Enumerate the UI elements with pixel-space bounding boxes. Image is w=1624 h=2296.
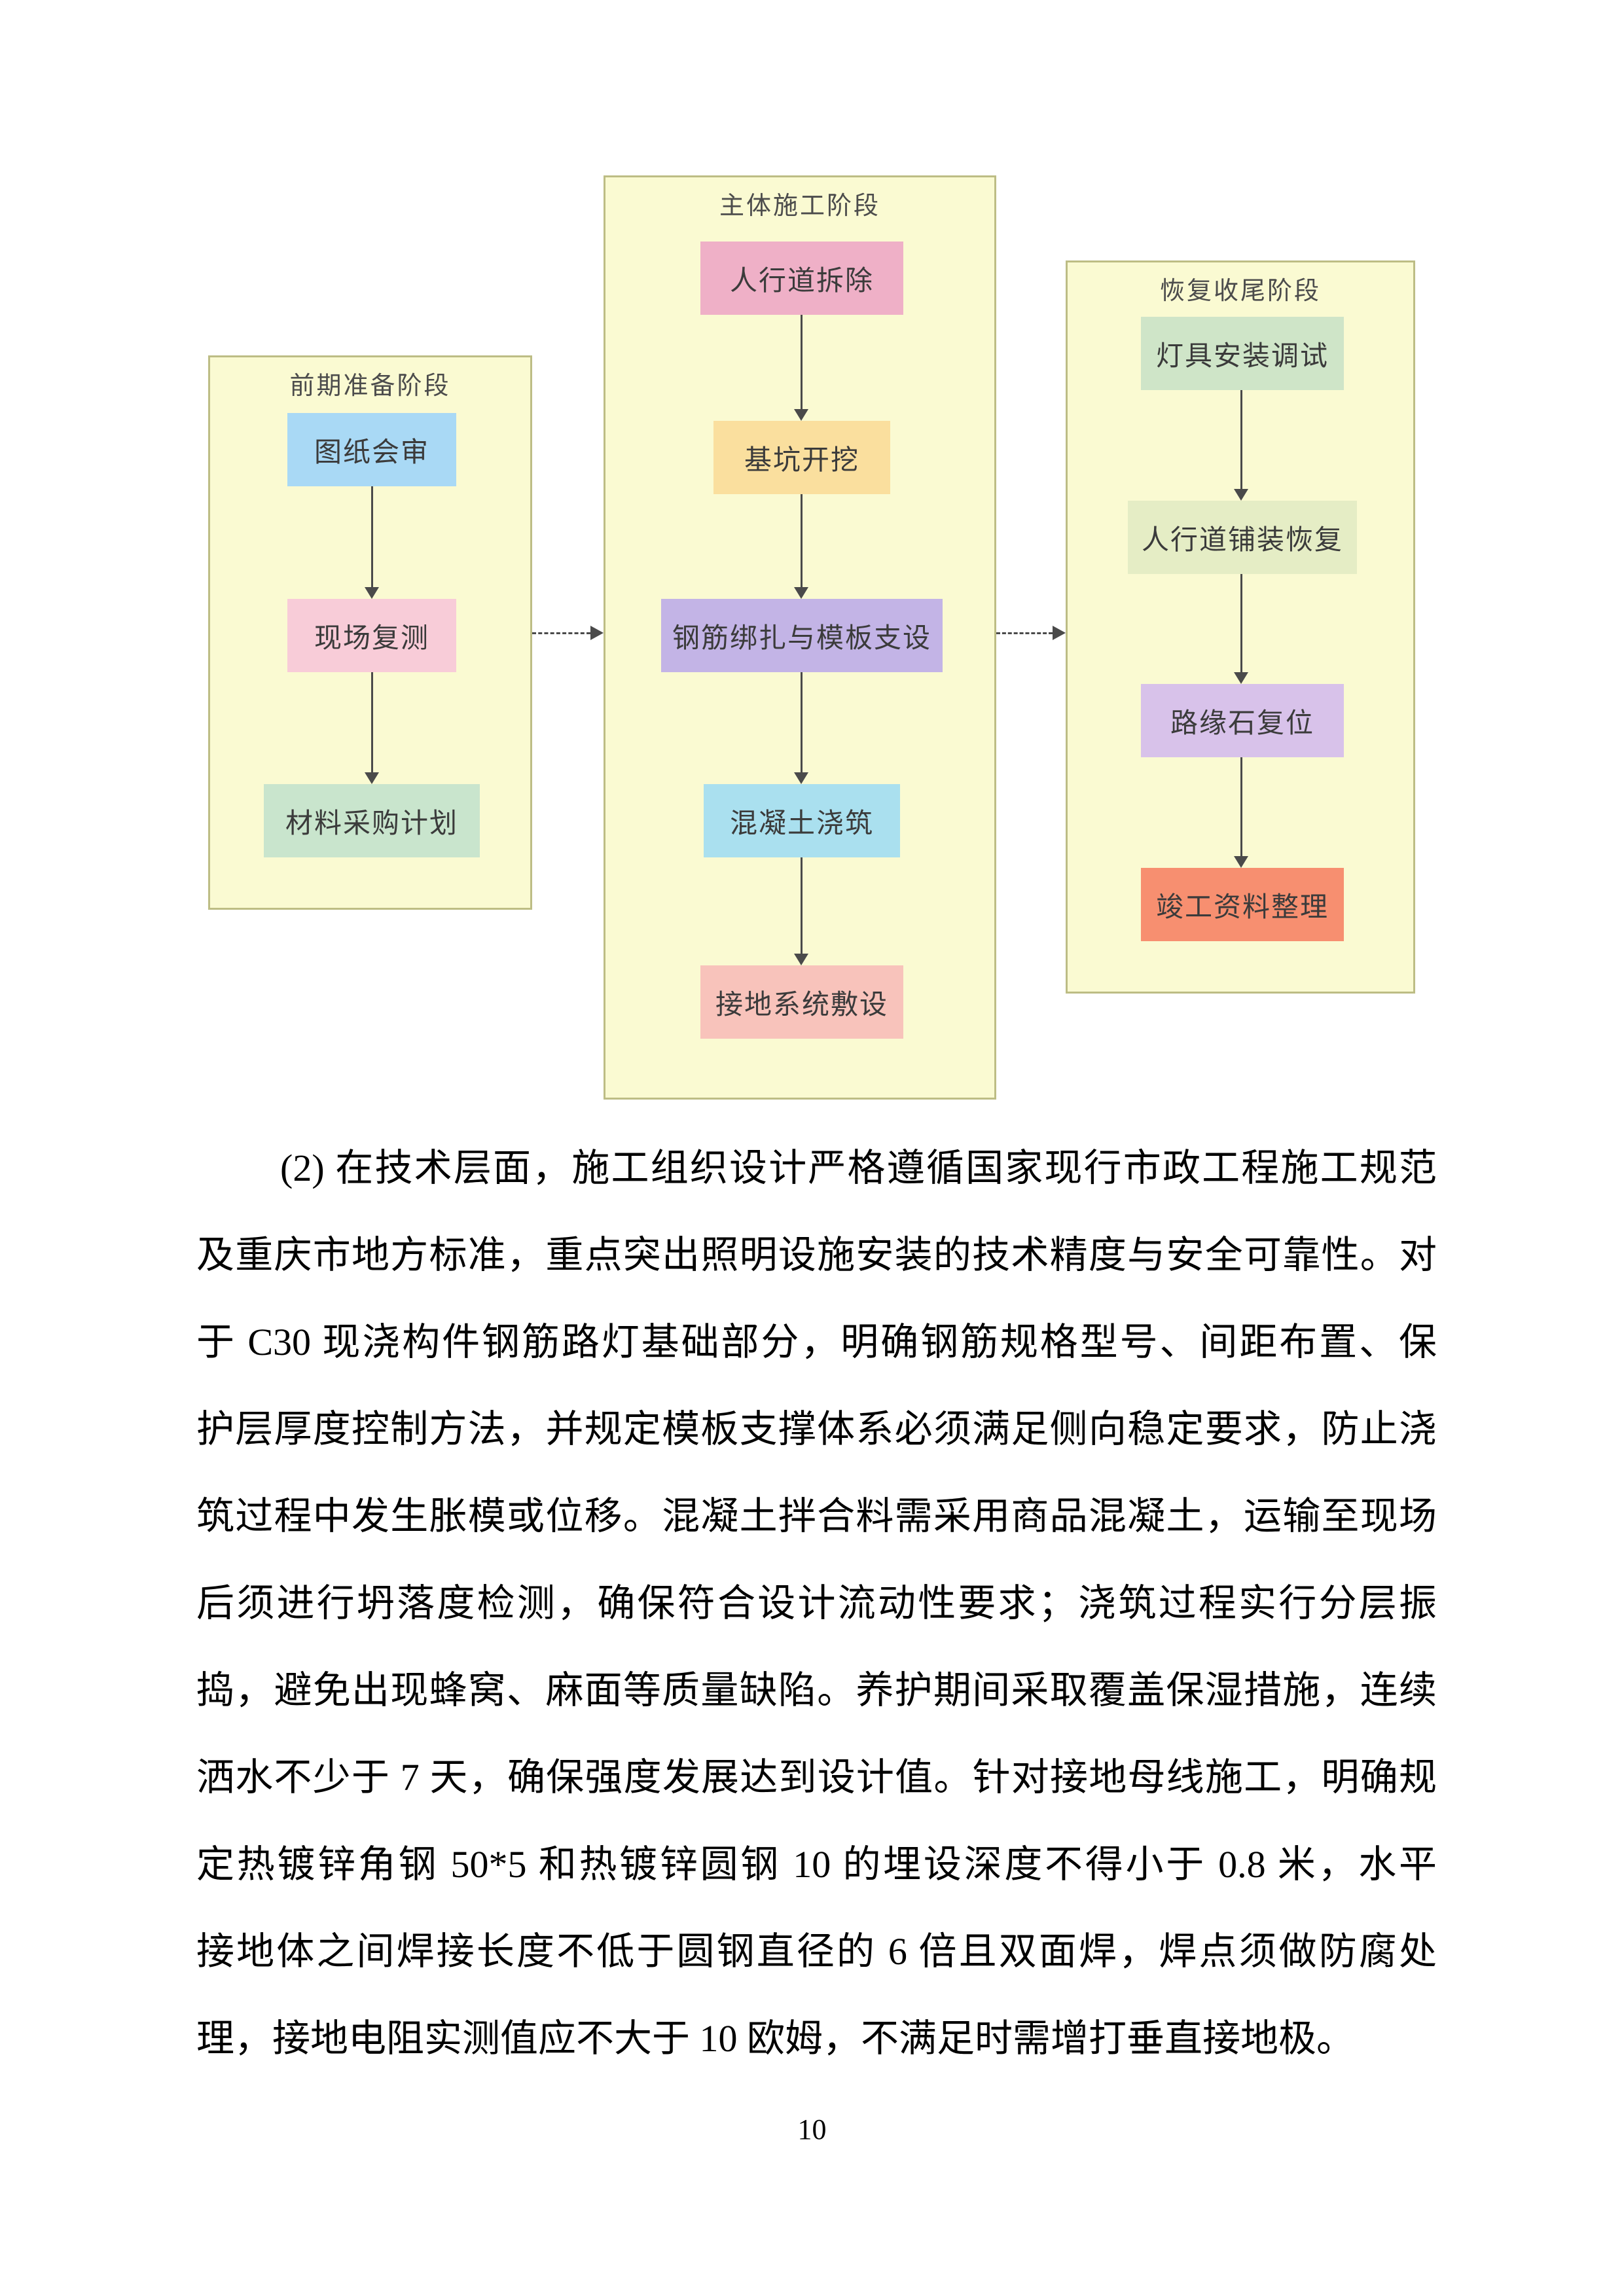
body-text-line: 捣，避免出现蜂窝、麻面等质量缺陷。养护期间采取覆盖保湿措施，连续 [196, 1669, 1437, 1712]
flow-box-material-procurement-plan: 材料采购计划 [264, 784, 480, 857]
body-text-line: 理，接地电阻实测值应不大于 10 欧姆，不满足时需增打垂直接地极。 [196, 2017, 1355, 2060]
body-text-line: 及重庆市地方标准，重点突出照明设施安装的技术精度与安全可靠性。对 [196, 1234, 1437, 1276]
stage-panel-restoration: 恢复收尾阶段 灯具安装调试 人行道铺装恢复 路缘石复位 竣工资料整理 [1066, 260, 1415, 994]
flow-box-completion-docs: 竣工资料整理 [1141, 868, 1344, 941]
flow-box-grounding-system-laying: 接地系统敷设 [700, 965, 903, 1039]
flow-box-curb-reset: 路缘石复位 [1141, 684, 1344, 757]
stage-title-restoration: 恢复收尾阶段 [1159, 278, 1321, 305]
arrow-down-icon [794, 672, 808, 784]
flow-box-pit-excavation: 基坑开挖 [713, 421, 890, 494]
flow-box-sidewalk-paving-restoration: 人行道铺装恢复 [1128, 501, 1357, 574]
flow-box-lamp-installation-debugging: 灯具安装调试 [1141, 317, 1344, 390]
arrow-right-icon [532, 626, 604, 640]
arrow-down-icon [794, 857, 808, 965]
arrow-right-icon [996, 626, 1066, 640]
body-text-line: 护层厚度控制方法，并规定模板支撑体系必须满足侧向稳定要求，防止浇 [196, 1408, 1437, 1450]
stage-panel-preparation: 前期准备阶段 图纸会审 现场复测 材料采购计划 [208, 355, 532, 910]
arrow-down-icon [1234, 574, 1248, 684]
stage-title-preparation: 前期准备阶段 [289, 372, 451, 400]
flow-box-concrete-pouring: 混凝土浇筑 [704, 784, 900, 857]
body-text-line: 于 C30 现浇构件钢筋路灯基础部分，明确钢筋规格型号、间距布置、保 [196, 1321, 1437, 1363]
flow-box-drawing-review: 图纸会审 [287, 413, 456, 486]
arrow-down-icon [365, 486, 379, 599]
body-paragraph: (2) 在技术层面，施工组织设计严格遵循国家现行市政工程施工规范 及重庆市地方标… [196, 1124, 1437, 2082]
arrow-down-icon [1234, 390, 1248, 501]
arrow-down-icon [794, 315, 808, 421]
body-text-line: 后须进行坍落度检测，确保符合设计流动性要求；浇筑过程实行分层振 [196, 1582, 1437, 1624]
stage-panel-main-construction: 主体施工阶段 人行道拆除 基坑开挖 钢筋绑扎与模板支设 混凝土浇筑 接地系统敷设 [604, 175, 996, 1100]
body-text-line: (2) 在技术层面，施工组织设计严格遵循国家现行市政工程施工规范 [280, 1147, 1437, 1189]
flow-box-sidewalk-demolition: 人行道拆除 [700, 242, 903, 315]
flow-box-site-resurvey: 现场复测 [287, 599, 456, 672]
arrow-down-icon [365, 672, 379, 784]
body-text-line: 接地体之间焊接长度不低于圆钢直径的 6 倍且双面焊，焊点须做防腐处 [196, 1930, 1437, 1973]
flow-box-rebar-and-formwork: 钢筋绑扎与模板支设 [661, 599, 943, 672]
page-number: 10 [797, 2113, 827, 2145]
body-text-line: 洒水不少于 7 天，确保强度发展达到设计值。针对接地母线施工，明确规 [196, 1756, 1437, 1799]
body-text-line: 定热镀锌角钢 50*5 和热镀锌圆钢 10 的埋设深度不得小于 0.8 米，水平 [196, 1843, 1437, 1886]
stage-title-main-construction: 主体施工阶段 [719, 192, 880, 220]
arrow-down-icon [794, 494, 808, 599]
body-text-line: 筑过程中发生胀模或位移。混凝土拌合料需采用商品混凝土，运输至现场 [196, 1495, 1437, 1537]
arrow-down-icon [1234, 757, 1248, 868]
